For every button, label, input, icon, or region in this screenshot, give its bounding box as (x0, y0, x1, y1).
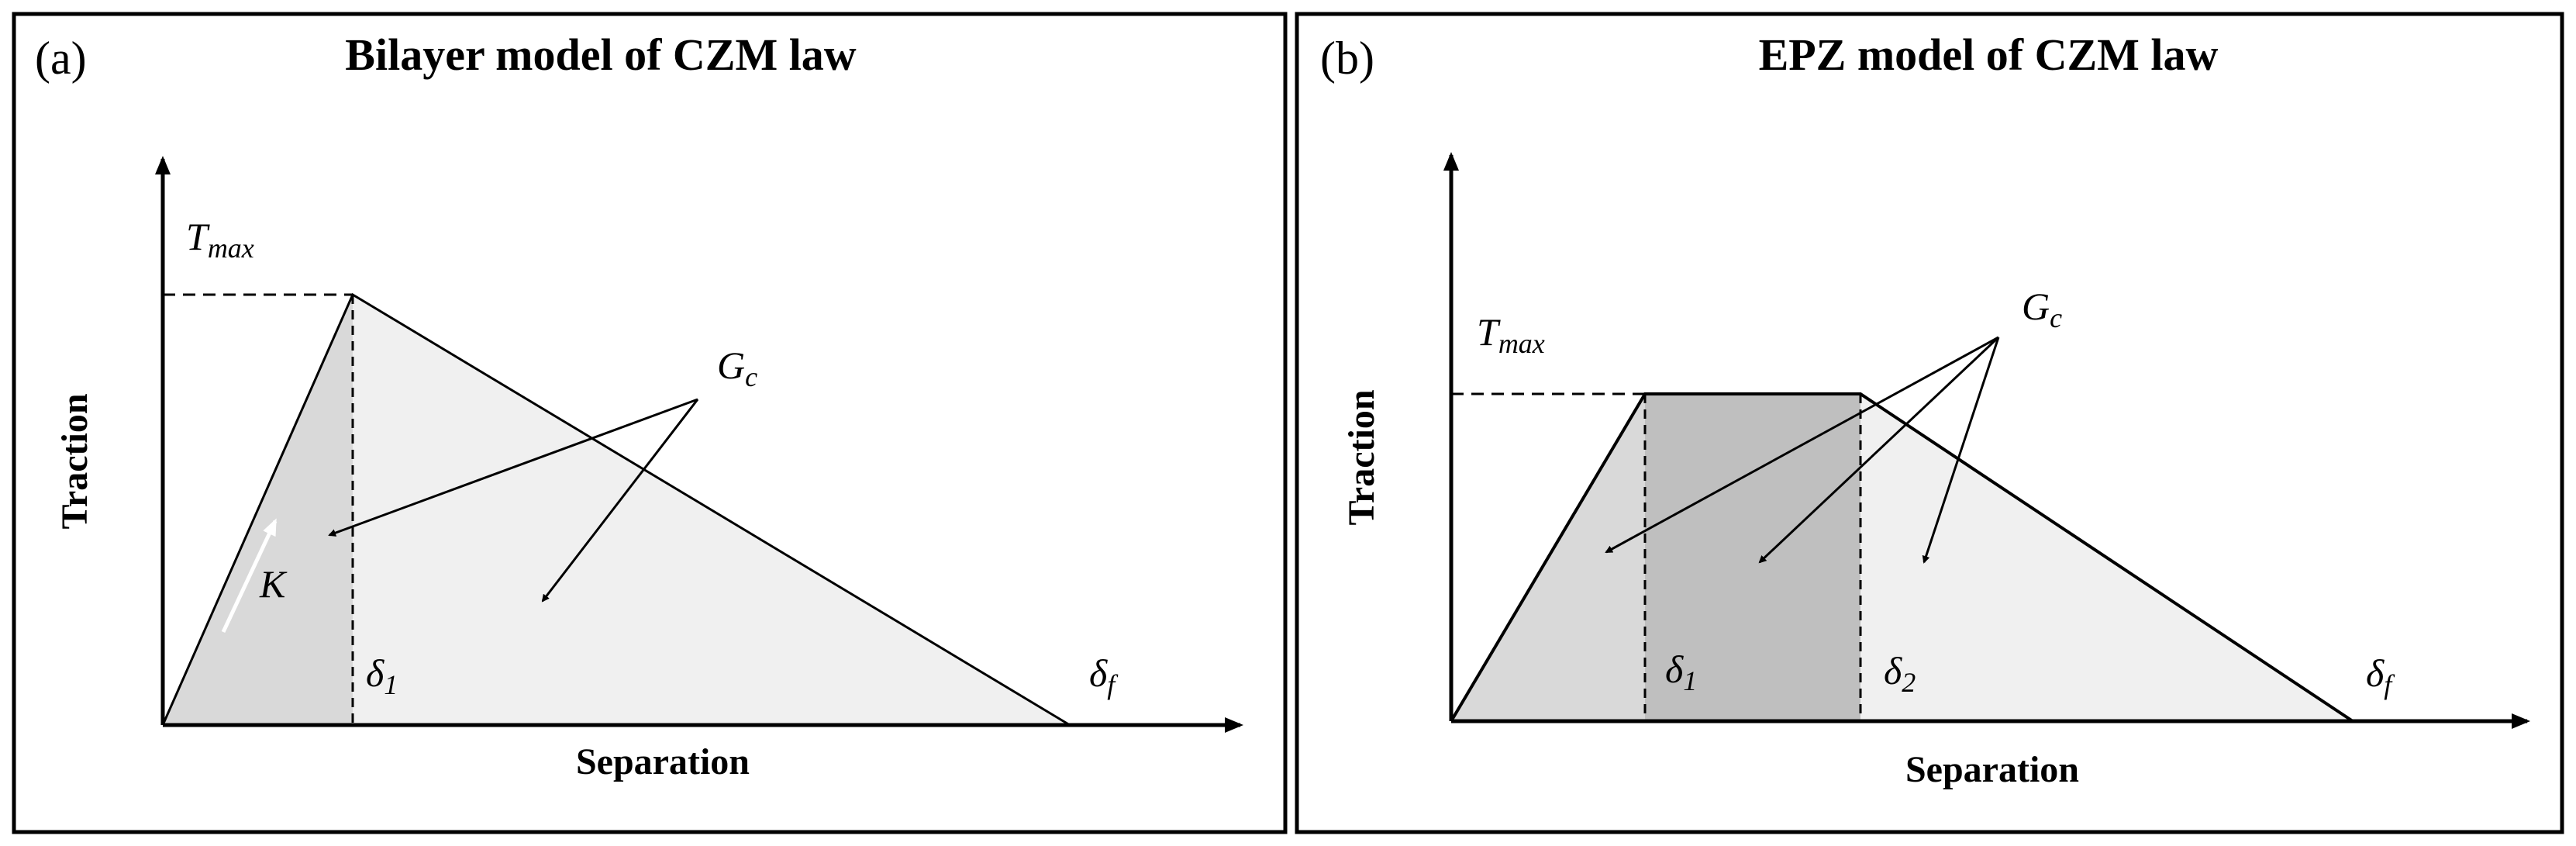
panel-b-czm-curve (1450, 392, 2354, 723)
panel-a-gc-label: Gc (717, 344, 757, 392)
panel-a-stiffness-arrow (221, 518, 278, 634)
panel-a-tmax-label: Tmax (186, 215, 254, 264)
panel-b-x-label: Separation (1905, 749, 2079, 790)
panel-b-tag: (b) (1320, 33, 1374, 84)
panel-b-title: EPZ model of CZM law (1759, 29, 2219, 80)
panel-b-tmax-label: Tmax (1477, 310, 1545, 359)
panel-a-delta1-label: δ1 (366, 651, 398, 700)
panel-a-deltaf-label: δf (1089, 651, 1119, 700)
panel-a-frame (12, 12, 1288, 834)
panel-b-plateau-region (1645, 394, 1860, 721)
panel-a-x-label: Separation (576, 741, 750, 782)
panel-b-gc-arrow-plateau (1758, 336, 2000, 564)
panel-a-tag: (a) (35, 33, 87, 84)
panel-a-y-label: Traction (54, 393, 95, 529)
panel-a-title: Bilayer model of CZM law (345, 29, 857, 80)
panel-b-gc-label: Gc (2022, 285, 2062, 333)
panel-b-delta2-label: δ2 (1884, 649, 1916, 698)
panel-a-gc-arrow-elastic (328, 398, 698, 537)
panel-b-delta1-label: δ1 (1665, 647, 1697, 696)
panel-a-gc-arrow-fracture (541, 399, 699, 603)
panel-b-deltaf-label: δf (2366, 651, 2395, 700)
panel-a: (a) Bilayer model of CZM law Traction Se… (12, 12, 1288, 834)
panel-b-gc-arrow-elastic (1605, 336, 1999, 554)
panel-a-stiffness-label: K (259, 562, 288, 606)
panel-b-frame (1295, 12, 2564, 834)
panel-b-y-label: Traction (1341, 389, 1382, 525)
panel-b-gc-arrow-softening (1922, 337, 2000, 564)
panel-b: (b) EPZ model of CZM law Traction Separa… (1295, 12, 2564, 834)
